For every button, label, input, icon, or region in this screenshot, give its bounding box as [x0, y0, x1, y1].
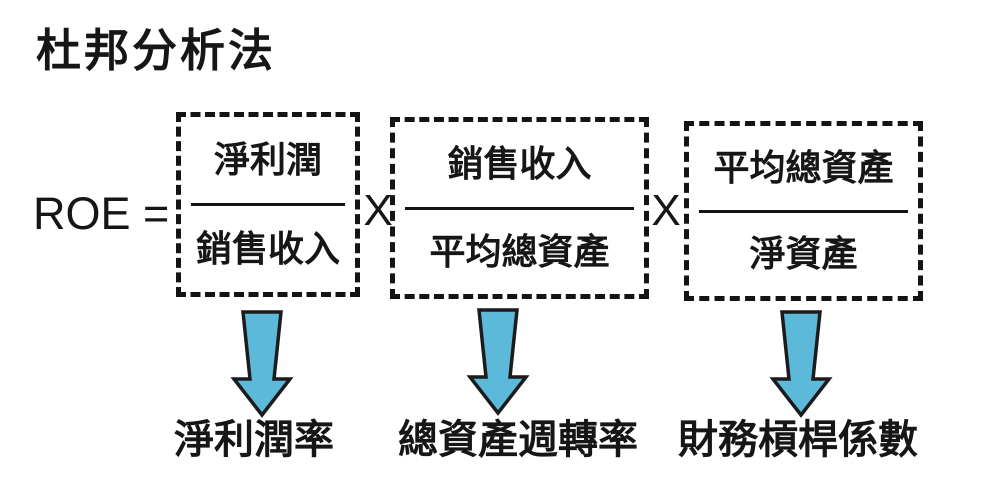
numerator-label: 平均總資產: [713, 146, 894, 188]
down-arrow-icon: [769, 309, 833, 419]
numerator-label: 銷售收入: [447, 143, 592, 185]
fraction-bar: [405, 206, 634, 210]
result-label-asset-turnover: 總資產週轉率: [398, 418, 638, 462]
numerator-label: 淨利潤: [213, 139, 322, 180]
fraction-bar: [191, 203, 345, 206]
multiply-symbol: X: [363, 186, 393, 235]
denominator-label: 淨資產: [749, 233, 858, 275]
fraction-bar: [699, 209, 908, 213]
down-arrow-icon: [466, 307, 530, 417]
denominator-label: 銷售收入: [195, 228, 340, 269]
result-label-financial-leverage: 財務槓桿係數: [678, 418, 918, 462]
denominator-label: 平均總資產: [429, 230, 610, 272]
page-title: 杜邦分析法: [36, 25, 277, 76]
multiply-symbol: X: [651, 186, 681, 235]
roe-equals-label: ROE =: [33, 188, 170, 239]
fraction-box-net-profit-margin: 淨利潤 銷售收入: [176, 112, 360, 297]
result-label-net-profit-margin: 淨利潤率: [174, 418, 334, 462]
fraction-box-financial-leverage: 平均總資產 淨資產: [684, 121, 923, 301]
fraction-box-asset-turnover: 銷售收入 平均總資產: [390, 117, 649, 299]
down-arrow-icon: [230, 309, 294, 419]
